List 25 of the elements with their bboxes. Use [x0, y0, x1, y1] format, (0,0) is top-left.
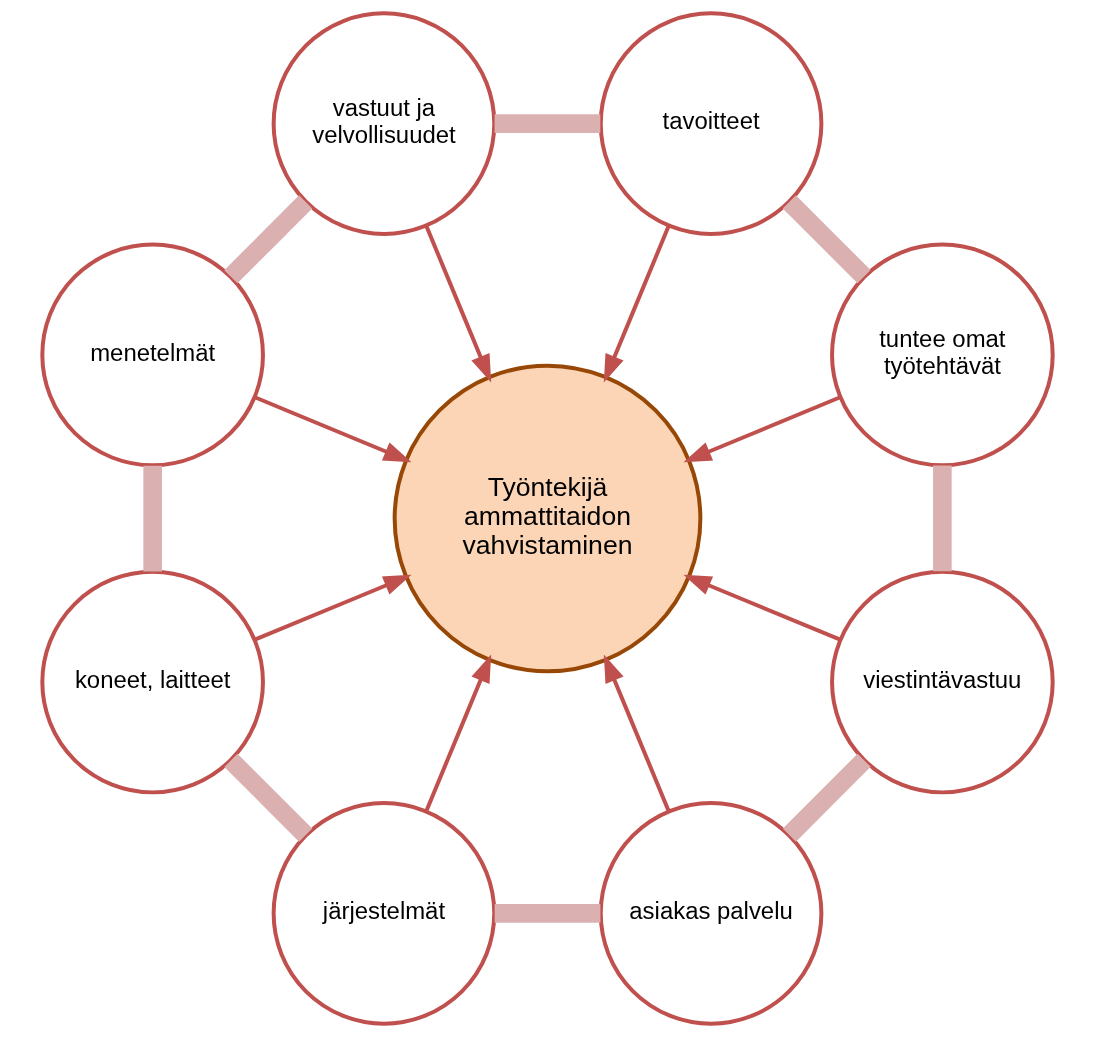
- node-circle: asiakas palvelu: [598, 801, 824, 1026]
- arrow: [603, 654, 671, 812]
- arrow: [424, 225, 492, 383]
- node-circle: järjestelmät: [271, 801, 497, 1026]
- connector: [143, 465, 162, 572]
- connector: [933, 465, 952, 572]
- node-circle: Työntekijä ammattitaidon vahvistaminen: [392, 363, 703, 674]
- node-circle: tavoitteet: [598, 11, 824, 236]
- arrow: [424, 654, 492, 812]
- node-circle: koneet, laitteet: [40, 569, 265, 795]
- arrow: [683, 395, 841, 463]
- node-circle: viestintävastuu: [830, 569, 1055, 795]
- connector: [782, 753, 871, 842]
- arrow: [254, 574, 412, 642]
- arrow: [603, 225, 671, 383]
- connector: [494, 904, 601, 923]
- node-circle: menetelmät: [40, 242, 265, 468]
- connector: [224, 753, 313, 842]
- connector: [782, 195, 871, 284]
- node-circle: tuntee omat työtehtävät: [830, 242, 1055, 468]
- connector: [224, 195, 313, 284]
- node-circle: vastuut ja velvollisuudet: [271, 11, 497, 236]
- arrow: [254, 395, 412, 463]
- arrow: [683, 574, 841, 642]
- connector: [494, 114, 601, 133]
